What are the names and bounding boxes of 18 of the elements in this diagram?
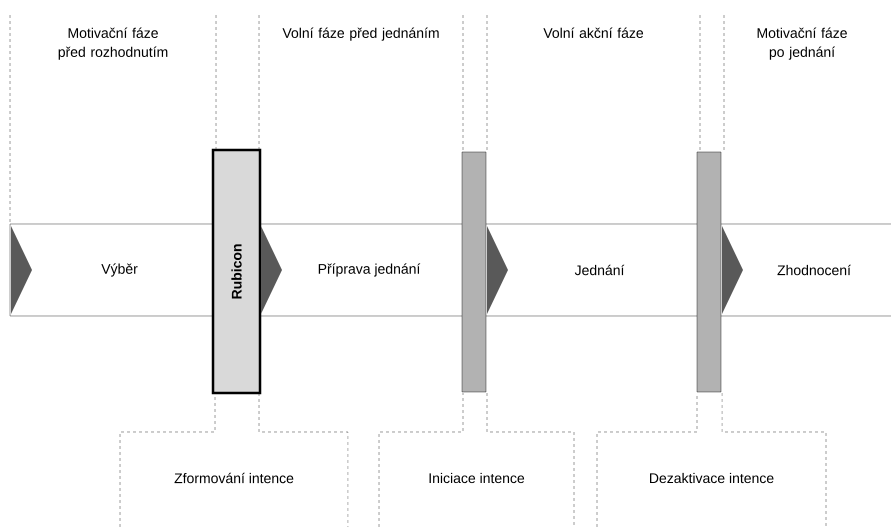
transition-box: Iniciace intence bbox=[378, 392, 574, 527]
phase-column: Volní akční fáze bbox=[486, 14, 700, 152]
transition-box: Zformování intence bbox=[120, 392, 348, 527]
node-label: Jednání bbox=[574, 264, 624, 276]
stage-band: Výběr bbox=[10, 224, 214, 316]
phase-column: Motivační fáze před rozhodnutím bbox=[10, 14, 216, 224]
node-label: Zhodnocení bbox=[777, 264, 851, 276]
stage-band: Jednání bbox=[486, 224, 698, 316]
node-label: Příprava jednání bbox=[318, 263, 420, 277]
stage-band: Zhodnocení bbox=[720, 224, 891, 316]
node-label: Výběr bbox=[101, 263, 138, 277]
transition-box: Dezaktivace intence bbox=[596, 392, 826, 527]
phase-column: Volní fáze před jednáním bbox=[258, 14, 464, 152]
stage-band: Příprava jednání bbox=[260, 224, 462, 316]
phase-column: Motivační fáze po jednání bbox=[724, 14, 847, 152]
transition-bar bbox=[462, 152, 486, 392]
rubicon-bar: Rubicon bbox=[212, 148, 262, 394]
transition-bar bbox=[696, 152, 722, 392]
